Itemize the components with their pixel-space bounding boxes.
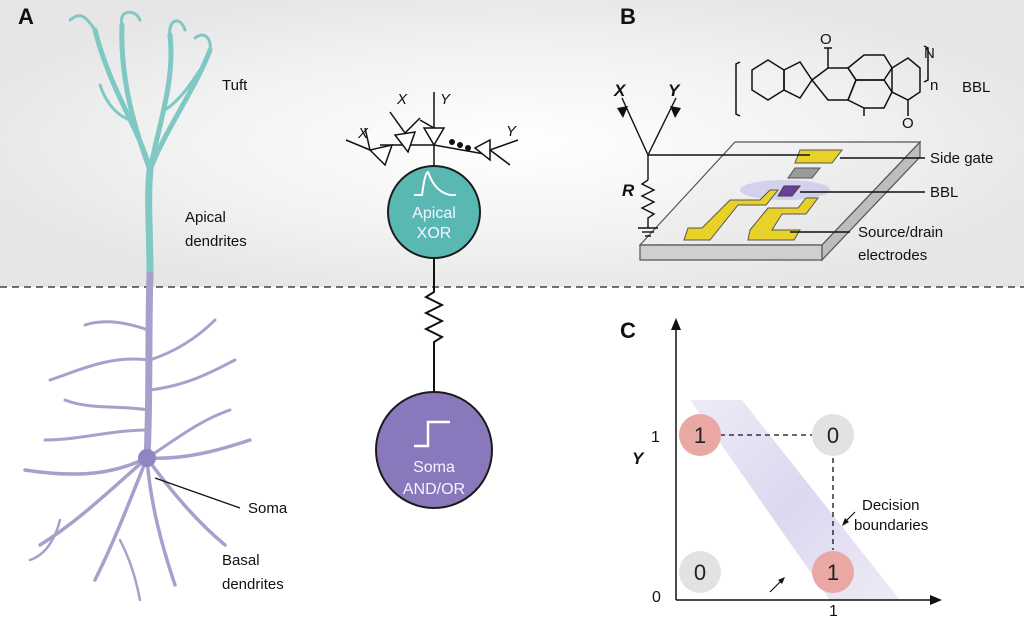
coupling-resistor	[423, 258, 445, 398]
device-input-arrows	[617, 106, 681, 118]
panel-label-a: A	[18, 4, 34, 29]
neuron-basal-dendrites	[23, 271, 252, 602]
input-synapses	[345, 92, 519, 167]
annotation-arrowhead-2	[778, 577, 785, 584]
apical-xor-circle: Apical XOR	[387, 165, 481, 259]
synapse-label-x1: X	[396, 91, 408, 108]
xor-point-circle	[679, 551, 721, 593]
polymer-name: BBL	[962, 79, 990, 96]
soma-leader-line	[154, 477, 241, 509]
xor-point-circle	[679, 414, 721, 456]
xor-point-value: 0	[827, 423, 839, 448]
xor-point-circle	[812, 551, 854, 593]
label-basal-line2: dendrites	[222, 576, 284, 593]
neuron-apical-dendrites	[68, 10, 213, 279]
soma-circle-line2: AND/OR	[403, 481, 465, 498]
x-tick-1: 1	[829, 603, 838, 617]
xor-plot: 1 0 0 1 Y 1 0 1 Decision boundaries	[632, 318, 942, 617]
y-axis-arrow	[671, 318, 681, 330]
xor-point-value: 1	[827, 560, 839, 585]
neuron-soma	[138, 449, 156, 467]
xor-point-value: 1	[694, 423, 706, 448]
panel-label-b: B	[620, 4, 636, 29]
bbl-channel	[777, 185, 802, 197]
dendritic-spike-icon	[414, 170, 456, 196]
label-source-drain-line2: electrodes	[858, 247, 927, 264]
xor-point-value: 0	[694, 560, 706, 585]
device-input-x: X	[613, 81, 627, 100]
molecule-oxygen-1: O	[820, 31, 832, 48]
label-source-drain-line1: Source/drain	[858, 224, 943, 241]
soma-circle-line1: Soma	[413, 459, 455, 476]
decision-band	[690, 400, 900, 600]
xor-points: 1 0 0 1	[679, 414, 854, 593]
step-function-icon	[414, 420, 450, 448]
label-basal-line1: Basal	[222, 552, 260, 569]
panel-label-c: C	[620, 318, 636, 343]
annotation-line1: Decision	[862, 497, 920, 514]
molecule-oxygen-2: O	[902, 115, 914, 132]
label-side-gate: Side gate	[930, 150, 993, 167]
bbl-molecule	[735, 45, 929, 117]
ellipsis-dots	[449, 139, 471, 151]
device-input-wiring	[621, 97, 925, 237]
gate-channel	[787, 167, 822, 179]
annotation-arrowhead-1	[842, 518, 849, 526]
x-axis-arrow	[930, 595, 942, 605]
annotation-line2: boundaries	[854, 517, 928, 534]
synapse-label-y2: Y	[506, 123, 517, 140]
transistor-substrate	[638, 140, 922, 262]
polymer-repeat-n: n	[930, 77, 938, 94]
label-soma: Soma	[248, 500, 288, 517]
y-tick-1: 1	[651, 429, 660, 446]
source-electrode	[683, 189, 780, 241]
y-tick-0: 0	[652, 589, 661, 606]
synapse-label-x2: X	[357, 125, 369, 142]
label-bbl: BBL	[930, 184, 958, 201]
synapse-label-y1: Y	[440, 91, 451, 108]
device-input-y: Y	[668, 81, 681, 100]
label-tuft: Tuft	[222, 77, 248, 94]
label-apical-line2: dendrites	[185, 233, 247, 250]
resistor-label: R	[622, 181, 635, 200]
label-apical-line1: Apical	[185, 209, 226, 226]
drain-electrode	[747, 197, 819, 241]
soma-and-or-circle: Soma AND/OR	[375, 391, 493, 509]
y-axis-label: Y	[632, 449, 645, 468]
xor-point-circle	[812, 414, 854, 456]
molecule-nitrogen: N	[924, 45, 935, 62]
apical-circle-line1: Apical	[412, 205, 456, 222]
side-gate-electrode	[794, 149, 844, 164]
apical-circle-line2: XOR	[417, 225, 452, 242]
